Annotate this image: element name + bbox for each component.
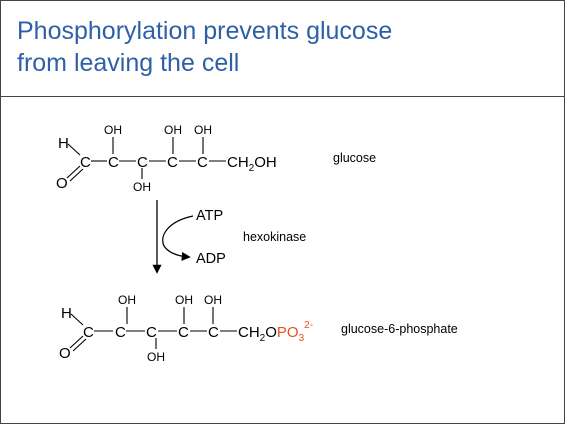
glucose-c3: C: [137, 154, 148, 171]
title-divider: [1, 96, 564, 97]
glucose-structure: H C O C C C C OH OH OH OH CH2OH: [56, 123, 277, 194]
reaction-arrows: [152, 200, 194, 274]
g6p-oh-c5: OH: [204, 293, 222, 307]
g6p-c3: C: [146, 324, 157, 341]
g6p-oh-c2: OH: [118, 293, 136, 307]
phosphate-group: PO: [277, 324, 299, 341]
title-line-2: from leaving the cell: [17, 49, 240, 77]
glucose-oh-c4: OH: [164, 123, 182, 137]
g6p-c4: C: [178, 324, 189, 341]
atp-adp-curved-arrow: [162, 215, 194, 261]
glucose-label: glucose: [333, 151, 376, 165]
glucose-c6-group: CH2OH: [227, 154, 277, 174]
enzyme-label: hexokinase: [243, 230, 306, 244]
glucose-c2: C: [108, 154, 119, 171]
glucose-c4: C: [167, 154, 178, 171]
g6p-oh-c4: OH: [175, 293, 193, 307]
g6p-structure: H C O C C C C OH OH OH OH CH2OPO32-: [59, 293, 313, 364]
g6p-h: H: [61, 305, 72, 322]
g6p-c5: C: [208, 324, 219, 341]
g6p-c2: C: [115, 324, 126, 341]
glucose-oh-c2: OH: [104, 123, 122, 137]
g6p-oh-c3: OH: [147, 350, 165, 364]
glucose-c1: C: [80, 154, 91, 171]
glucose-oh-c5: OH: [194, 123, 212, 137]
g6p-label: glucose-6-phosphate: [341, 322, 458, 336]
glucose-bonds: [66, 137, 226, 182]
slide-title: Phosphorylation prevents glucose from le…: [17, 15, 547, 79]
glucose-h: H: [58, 135, 69, 152]
g6p-bonds: [69, 307, 237, 352]
g6p-c6-group: CH2OPO32-: [238, 320, 313, 344]
glucose-c5: C: [197, 154, 208, 171]
glucose-oh-c3: OH: [133, 180, 151, 194]
g6p-c1: C: [83, 324, 94, 341]
glucose-carbonyl-o: O: [56, 175, 68, 192]
g6p-carbonyl-o: O: [59, 345, 71, 362]
title-line-1: Phosphorylation prevents glucose: [17, 17, 393, 45]
atp-label: ATP: [196, 208, 223, 224]
adp-label: ADP: [196, 251, 226, 267]
